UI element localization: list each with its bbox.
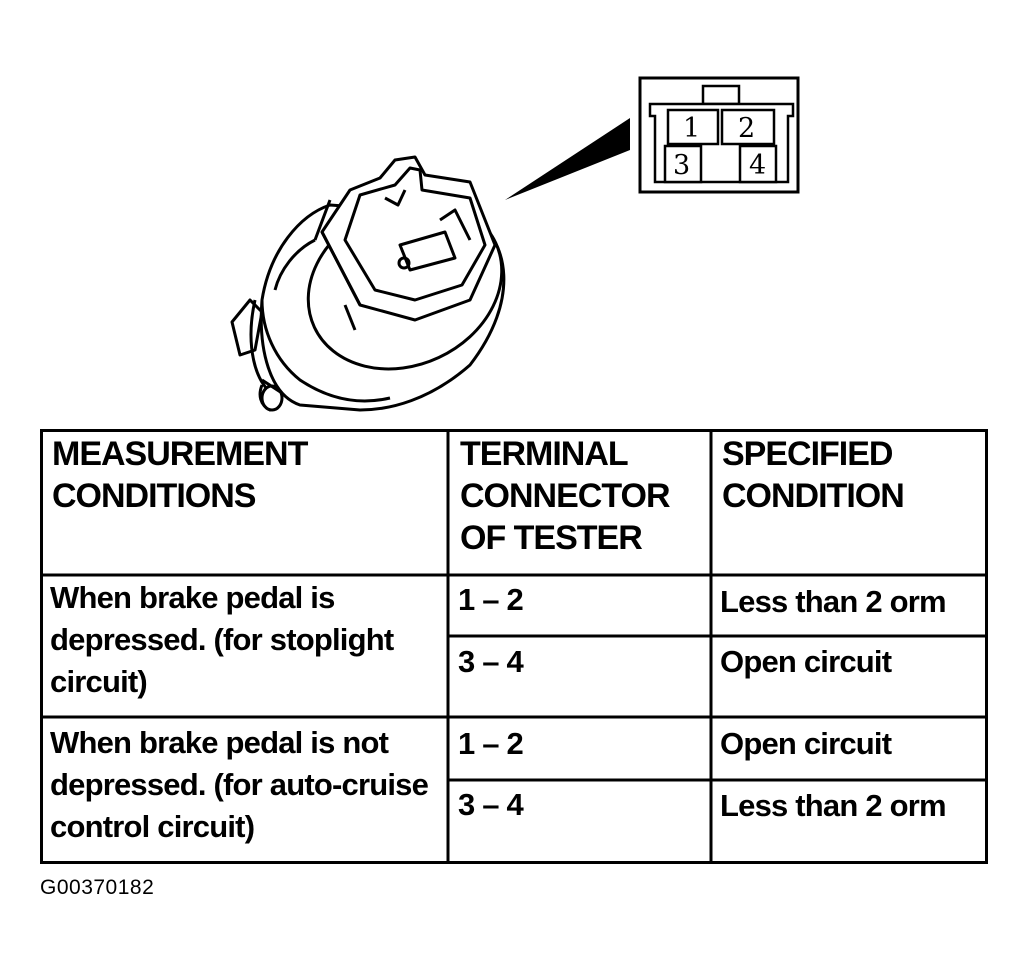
specified-3-4-depressed: Open circuit	[720, 644, 892, 679]
stoplight-switch-diagram: 1 2 3 4	[230, 76, 800, 412]
figure-code: G00370182	[40, 876, 155, 899]
switch-body-illustration	[230, 155, 506, 412]
pin-3-label: 3	[673, 150, 690, 181]
connector-pinout-view: 1 2 3 4	[638, 76, 800, 194]
header-measurement-conditions: MEASUREMENT CONDITIONS	[52, 435, 308, 515]
specification-table: MEASUREMENT CONDITIONS TERMINAL CONNECTO…	[40, 429, 988, 864]
table-grid	[40, 429, 988, 864]
specified-1-2-depressed: Less than 2 orm	[720, 584, 947, 619]
terminal-3-4-depressed: 3 – 4	[458, 644, 524, 679]
pin-4-label: 4	[749, 150, 766, 181]
header-specified-condition: SPECIFIED CONDITION	[722, 435, 905, 515]
terminal-3-4-not-depressed: 3 – 4	[458, 787, 524, 822]
pin-1-label: 1	[683, 113, 700, 144]
callout-pointer	[505, 118, 630, 200]
terminal-1-2-depressed: 1 – 2	[458, 582, 524, 617]
condition-depressed: When brake pedal is depressed. (for stop…	[50, 580, 394, 699]
specified-1-2-not-depressed: Open circuit	[720, 726, 892, 761]
terminal-1-2-not-depressed: 1 – 2	[458, 726, 524, 761]
header-terminal-connector: TERMINAL CONNECTOR OF TESTER	[460, 435, 670, 557]
specified-3-4-not-depressed: Less than 2 orm	[720, 788, 947, 823]
pin-2-label: 2	[738, 113, 755, 144]
condition-not-depressed: When brake pedal is not depressed. (for …	[50, 725, 429, 844]
